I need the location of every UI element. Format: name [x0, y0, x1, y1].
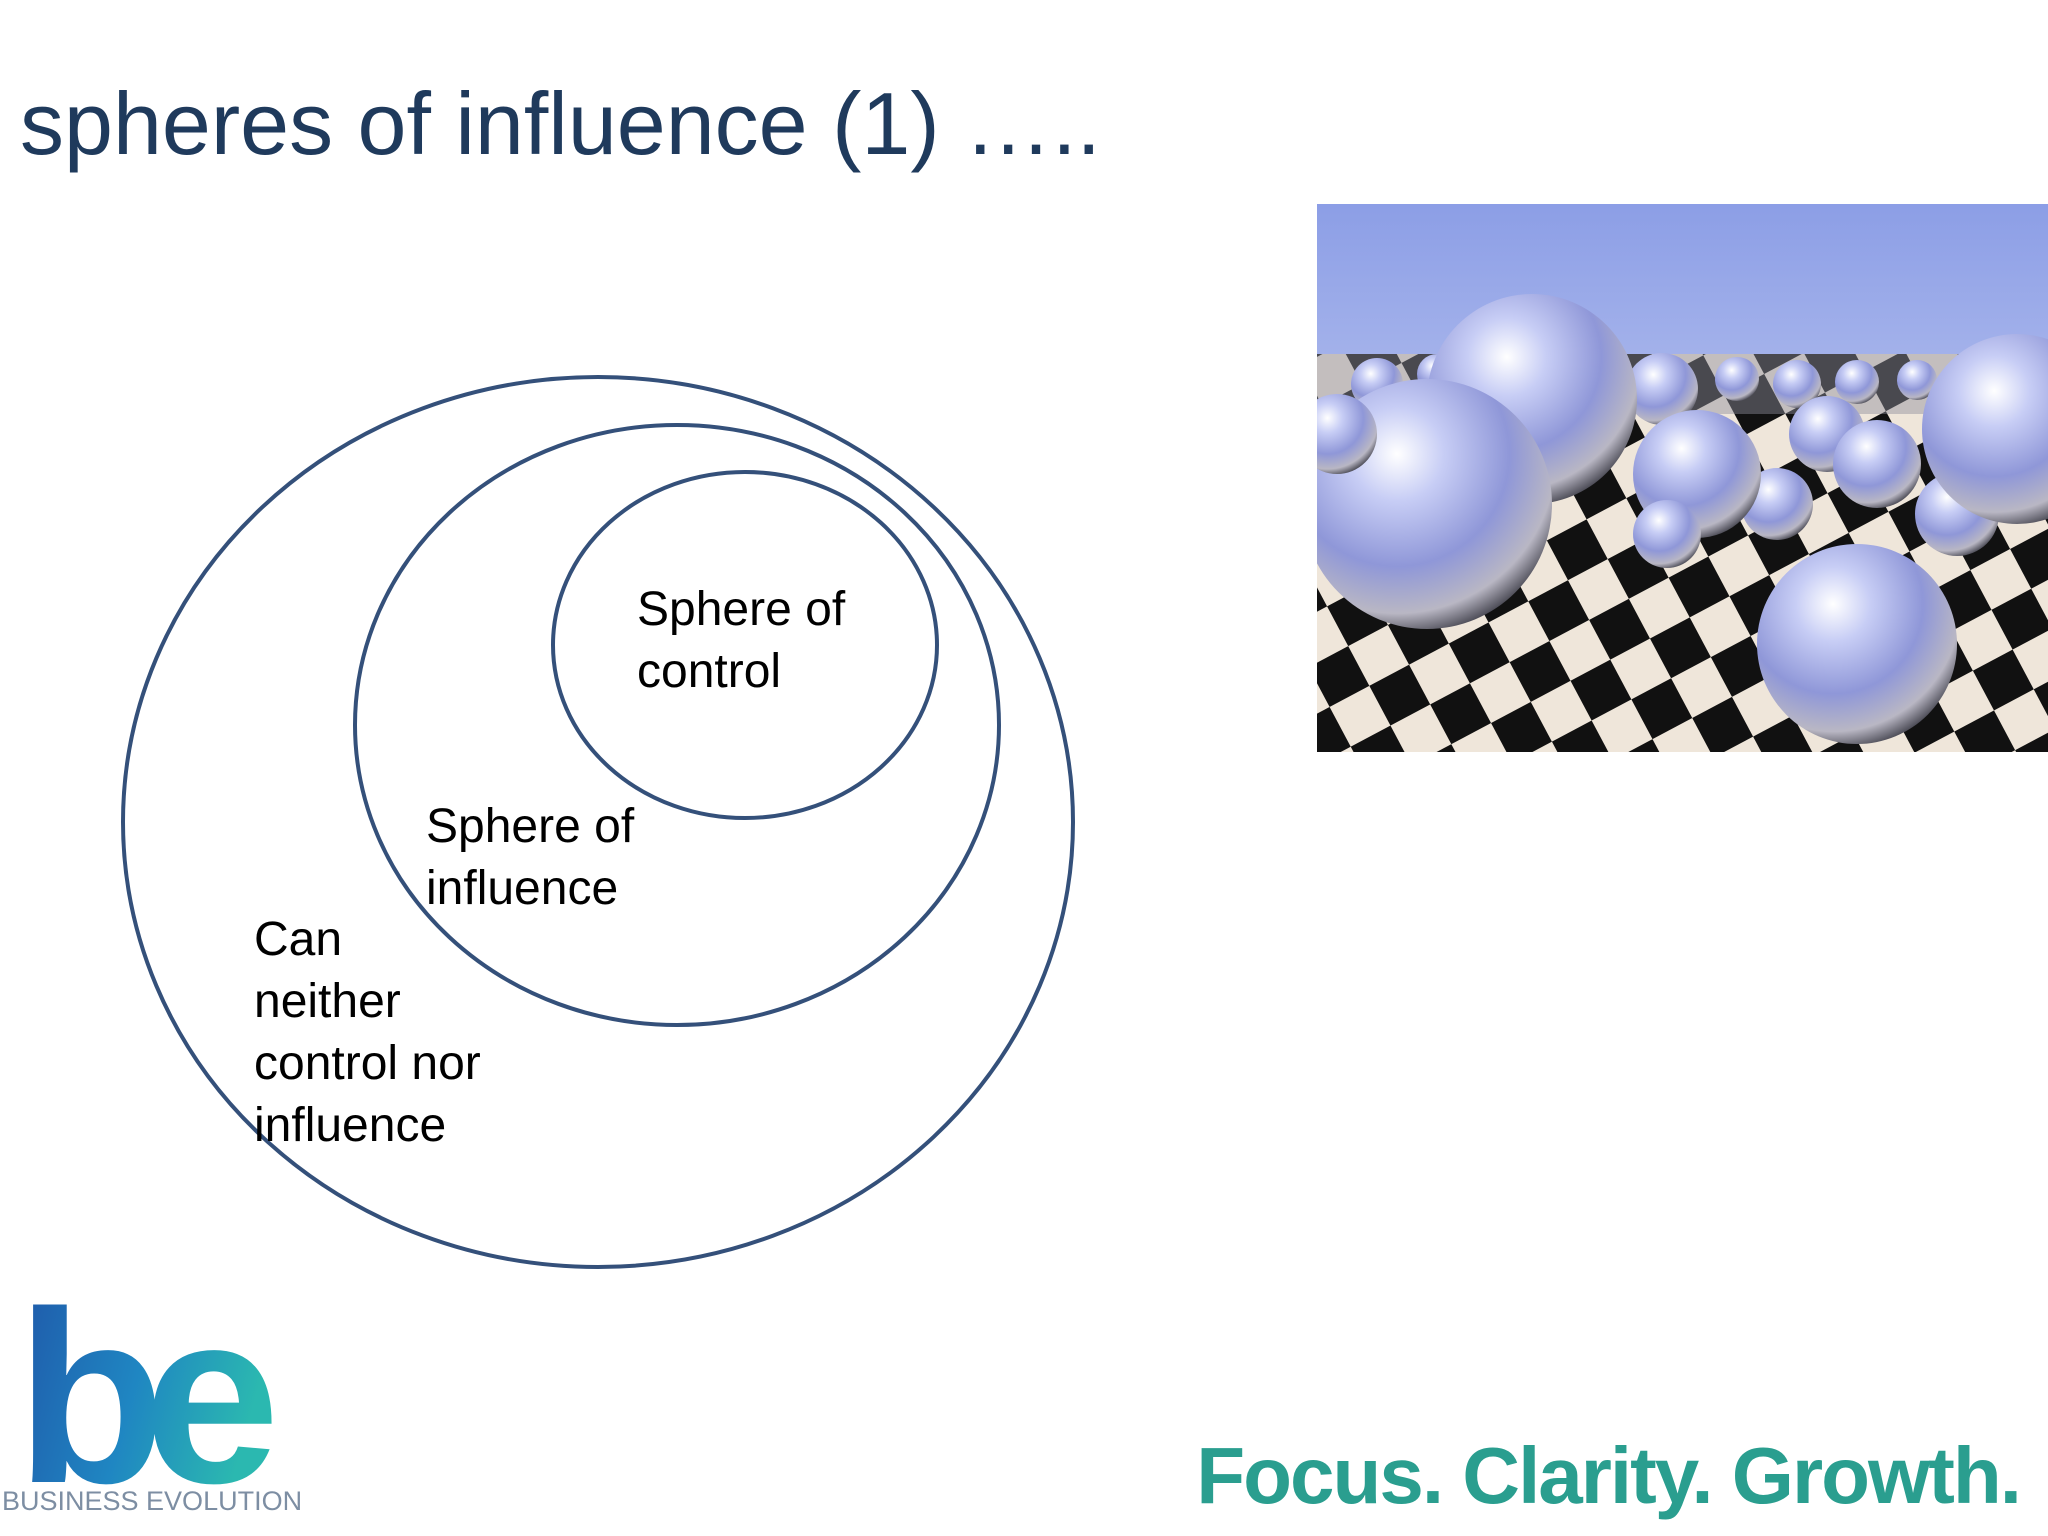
- label-neither: Can neither control nor influence: [254, 913, 481, 1152]
- logo-mark-text: be: [20, 1300, 272, 1490]
- outer-circle: [121, 375, 1075, 1269]
- spheres-diagram: [121, 375, 1075, 1269]
- label-sphere-of-influence: Sphere of influence: [426, 800, 635, 915]
- tagline: Focus. Clarity. Growth.: [1196, 1431, 2022, 1520]
- be-logo-icon: be: [20, 1300, 294, 1490]
- middle-circle: [353, 423, 1001, 1027]
- slide-title: spheres of influence (1) …..: [20, 74, 1101, 173]
- business-evolution-logo: be: [20, 1300, 320, 1530]
- spheres-picture: [1317, 204, 2048, 752]
- inner-circle: [551, 470, 939, 820]
- raytraced-spheres-image: [1317, 204, 2048, 752]
- logo-name: BUSINESS EVOLUTION: [2, 1486, 303, 1516]
- label-sphere-of-control: Sphere of control: [637, 583, 846, 698]
